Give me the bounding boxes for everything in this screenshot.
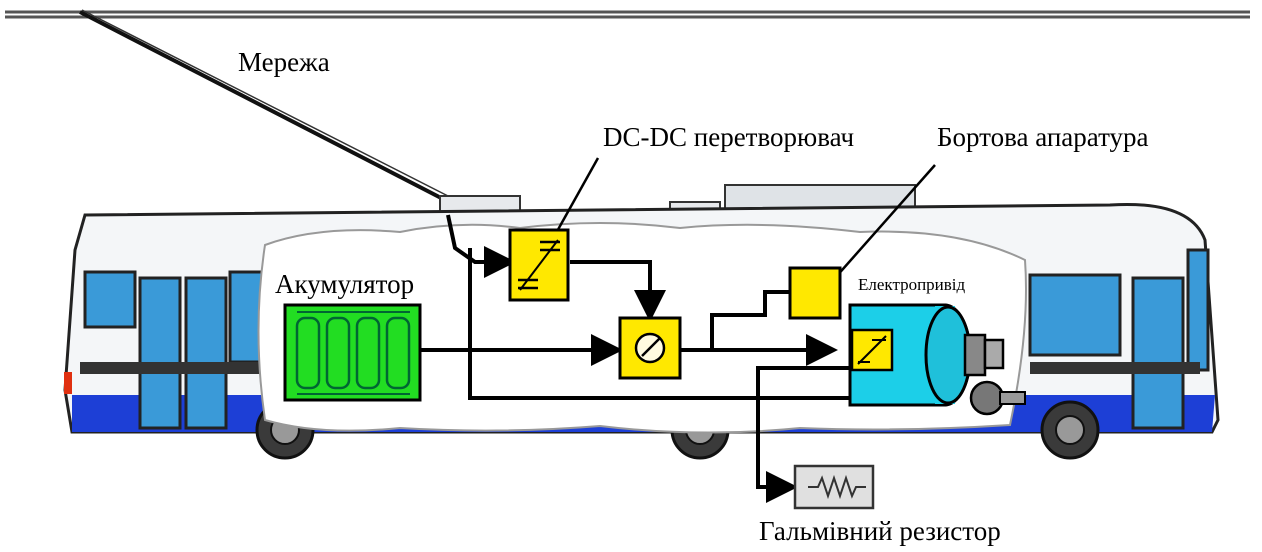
label-onboard-equipment: Бортова апаратура xyxy=(937,122,1149,152)
label-dcdc-converter: DC-DC перетворювач xyxy=(603,122,854,152)
label-network: Мережа xyxy=(238,47,330,77)
overhead-line xyxy=(5,12,1250,17)
dcdc-converter-block xyxy=(510,230,568,300)
label-battery: Акумулятор xyxy=(275,269,414,299)
label-brake-resistor: Гальмівний резистор xyxy=(759,516,1001,546)
onboard-equipment-block xyxy=(790,268,840,318)
trolley-pole xyxy=(80,10,448,200)
brake-resistor-block xyxy=(795,466,873,508)
battery-block xyxy=(285,305,420,400)
controller-block xyxy=(620,318,680,378)
label-electric-drive: Електропривід xyxy=(858,275,966,294)
